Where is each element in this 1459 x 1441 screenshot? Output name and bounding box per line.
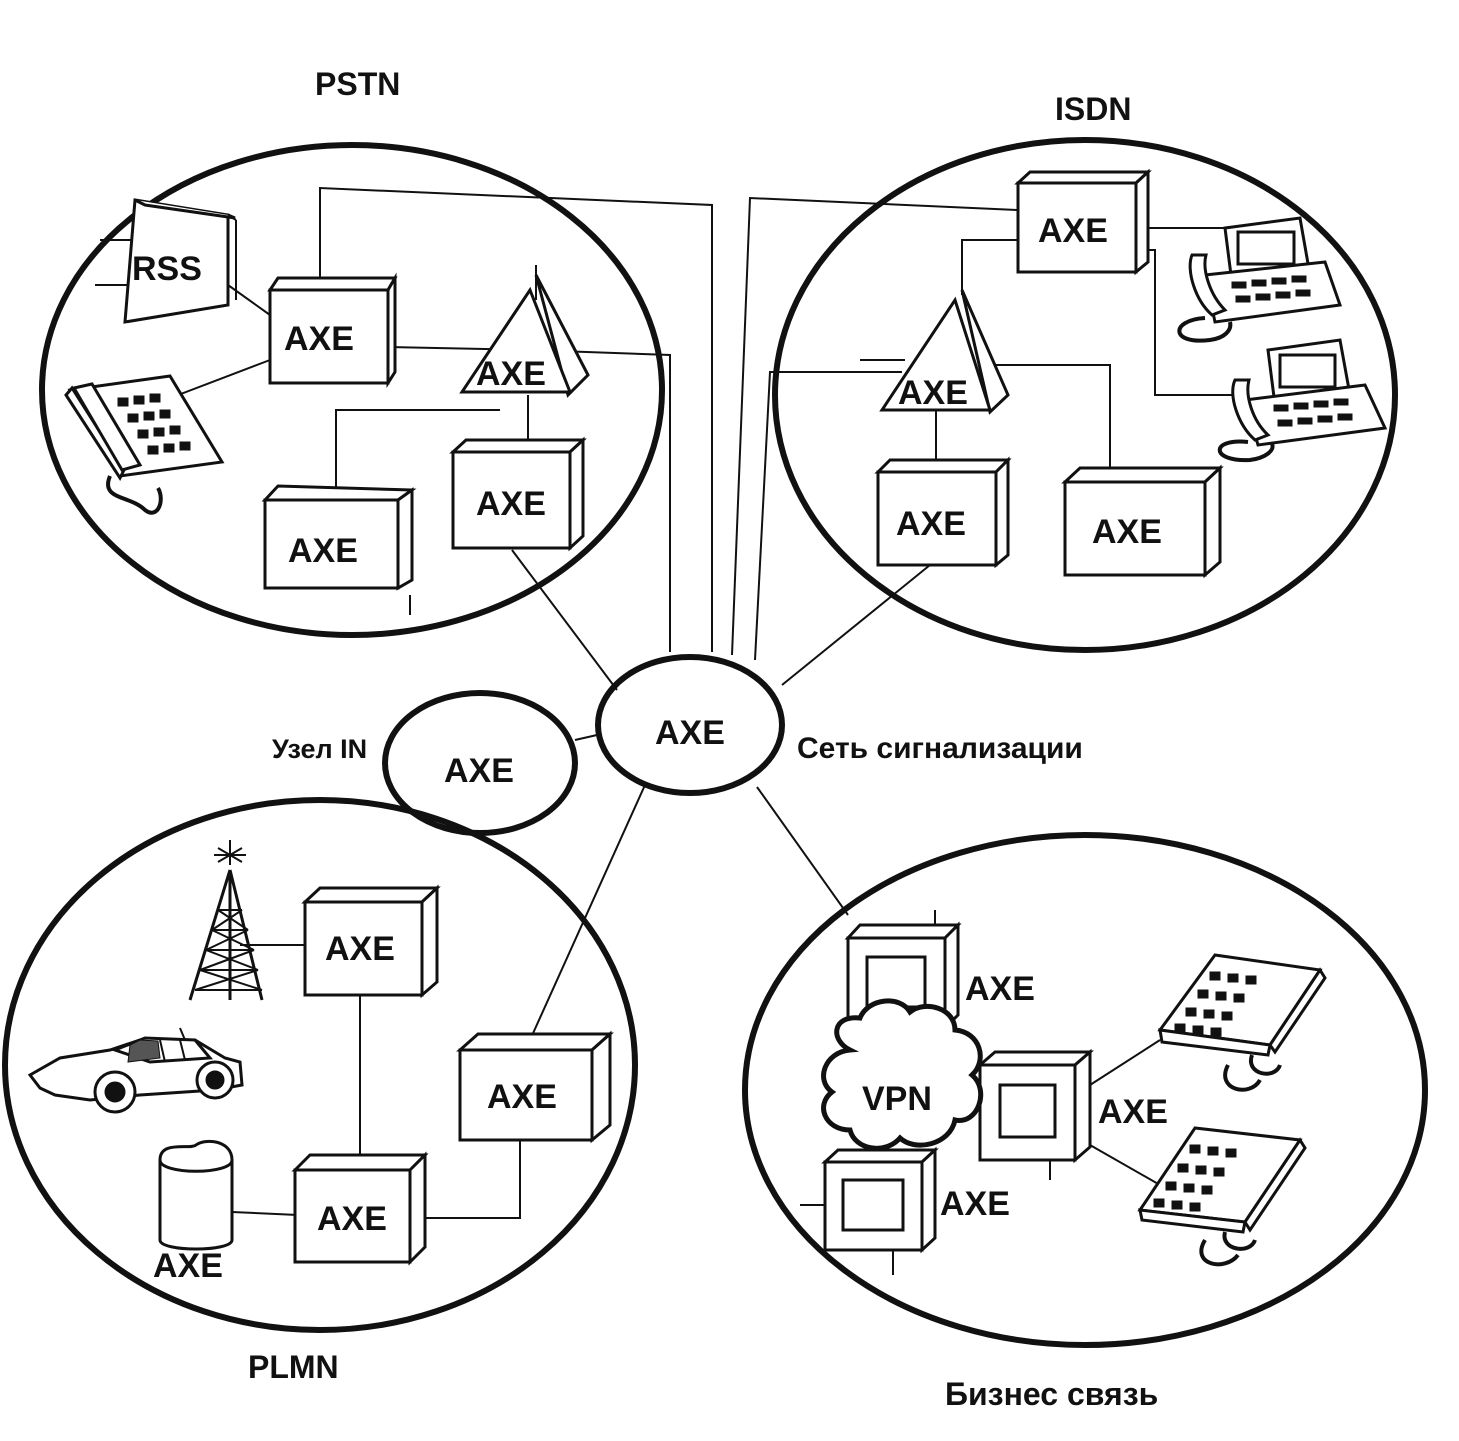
- pstn-title: PSTN: [315, 66, 400, 102]
- connection-lines: [95, 186, 1245, 1275]
- business-title: Бизнес связь: [945, 1376, 1158, 1412]
- business-axe-bottom-label: AXE: [940, 1185, 1010, 1223]
- isdn-network-outline: [772, 137, 1398, 653]
- in-node-title: Узел IN: [272, 734, 367, 764]
- business-network-outline: [742, 832, 1428, 1348]
- isdn-axe-switch-top: AXE: [1014, 168, 1152, 276]
- pstn-axe-switch-main: AXE: [267, 272, 398, 389]
- car-icon: [27, 1027, 244, 1114]
- signaling-hub-outline: [595, 654, 785, 796]
- in-node-outline: [382, 690, 578, 836]
- telephone-icon: [64, 374, 225, 515]
- plmn-axe-right-label: AXE: [487, 1078, 557, 1116]
- isdn-axe-left-label: AXE: [896, 505, 966, 543]
- isdn-title: ISDN: [1055, 91, 1131, 127]
- pstn-network-outline: [39, 142, 665, 638]
- telephone-icon: [1157, 953, 1327, 1092]
- rss-unit: RSS: [123, 198, 237, 324]
- plmn-network-outline: [2, 797, 638, 1333]
- isdn-axe-right-label: AXE: [1092, 513, 1162, 551]
- plmn-axe-top-label: AXE: [325, 930, 395, 968]
- isdn-terminal-icon: [1177, 216, 1343, 343]
- isdn-axe-top-label: AXE: [1038, 212, 1108, 250]
- pstn-axe-switch-right: AXE: [449, 436, 587, 552]
- business-axe-middle-label: AXE: [1098, 1093, 1168, 1131]
- telephone-icon: [1137, 1126, 1307, 1267]
- vpn-label: VPN: [862, 1080, 932, 1118]
- plmn-axe-switch-top: AXE: [301, 884, 441, 999]
- pstn-axe-main-label: AXE: [284, 320, 354, 358]
- pstn-axe-right-label: AXE: [476, 485, 546, 523]
- business-axe-switch-middle: [975, 1048, 1095, 1164]
- plmn-database-axe-label: AXE: [153, 1247, 223, 1285]
- in-node-axe-label: AXE: [444, 752, 514, 790]
- plmn-title: PLMN: [248, 1349, 339, 1385]
- pstn-axe-switch-bottom: AXE: [261, 484, 417, 591]
- isdn-axe-triangle-label: AXE: [898, 374, 968, 412]
- vpn-cloud-icon: VPN: [821, 998, 984, 1151]
- pstn-axe-triangle-label: AXE: [476, 355, 546, 393]
- isdn-axe-switch-left: AXE: [874, 456, 1012, 569]
- isdn-axe-switch-right: AXE: [1061, 464, 1224, 579]
- database-icon: AXE: [153, 1139, 234, 1285]
- isdn-axe-transit-triangle: AXE: [879, 289, 1010, 415]
- isdn-terminal-icon: [1217, 338, 1388, 463]
- pstn-axe-transit-triangle: AXE: [459, 274, 590, 398]
- business-axe-switch-bottom: [821, 1146, 939, 1254]
- plmn-axe-bottom-label: AXE: [317, 1200, 387, 1238]
- rss-label: RSS: [132, 250, 202, 288]
- antenna-tower-icon: [188, 840, 264, 1001]
- plmn-axe-switch-right: AXE: [456, 1030, 614, 1144]
- pstn-axe-bottom-label: AXE: [288, 532, 358, 570]
- plmn-axe-switch-bottom: AXE: [291, 1151, 429, 1266]
- signaling-title: Сеть сигнализации: [797, 732, 1083, 765]
- signaling-hub-axe-label: AXE: [655, 714, 725, 752]
- business-axe-top-label: AXE: [965, 970, 1035, 1008]
